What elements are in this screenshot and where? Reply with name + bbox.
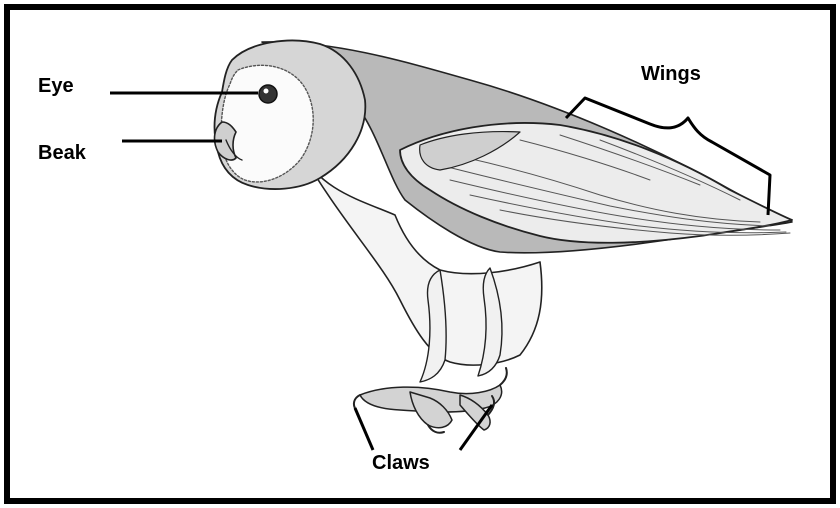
label-claws: Claws: [372, 452, 430, 474]
label-wings: Wings: [641, 63, 701, 85]
label-eye: Eye: [38, 75, 74, 97]
owl-eye: [259, 85, 277, 103]
label-beak: Beak: [38, 142, 87, 164]
owl-eye-highlight: [264, 89, 269, 94]
